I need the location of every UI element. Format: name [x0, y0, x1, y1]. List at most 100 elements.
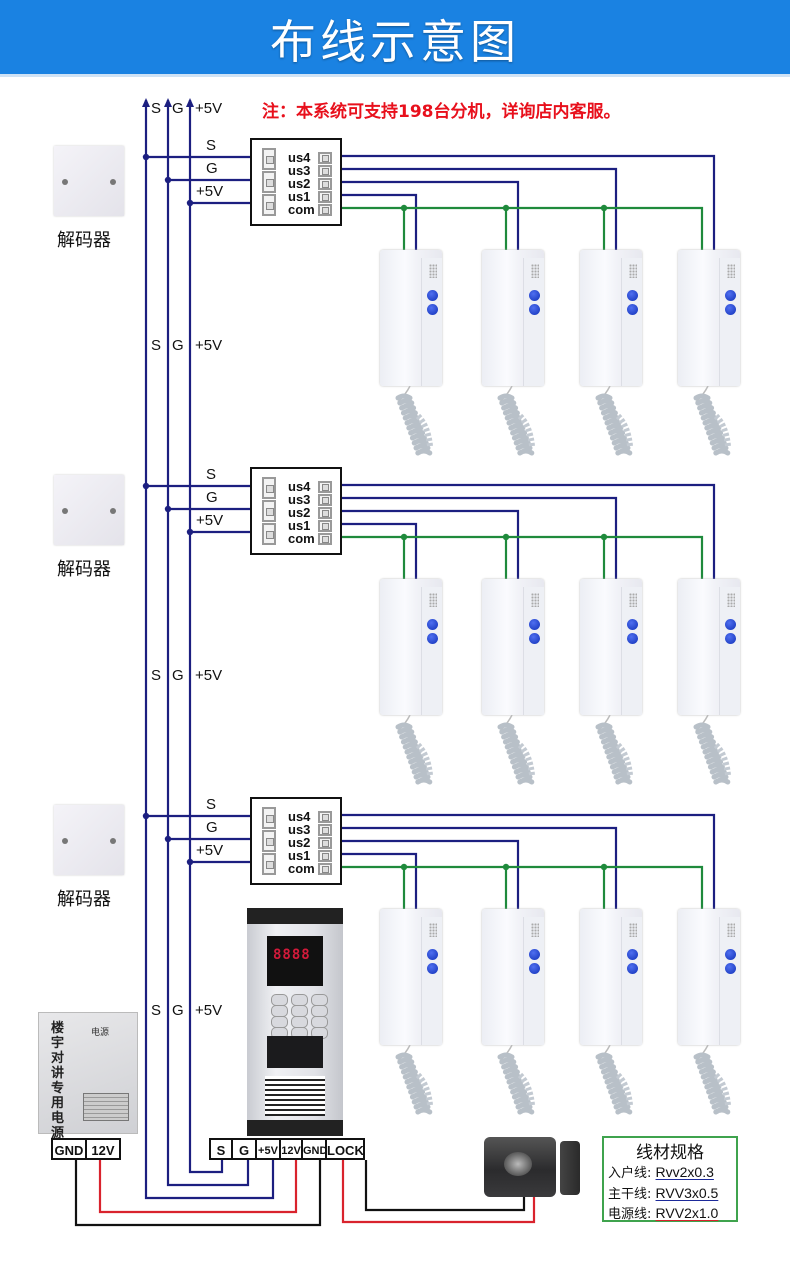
input-label: G — [206, 819, 218, 836]
handset-side — [421, 258, 442, 386]
module-output-label: us1 — [288, 189, 311, 204]
module-output-terminal — [318, 152, 332, 164]
handset-signal-wire — [330, 193, 418, 250]
module-output-terminal — [318, 824, 332, 836]
handset-signal-wire — [330, 852, 418, 909]
trunk-label-5v: +5V — [195, 1002, 223, 1019]
module-input-terminal — [262, 171, 276, 193]
indoor-handset — [678, 579, 740, 719]
lock-cylinder-icon — [504, 1152, 532, 1176]
psu-terminal-12v: 12V — [85, 1138, 121, 1160]
module-output-label: us3 — [288, 492, 311, 507]
module-output-terminal — [318, 165, 332, 177]
com-junction-dot — [502, 533, 510, 541]
unlock-button — [627, 304, 638, 315]
indoor-handset — [380, 909, 442, 1049]
input-label: S — [206, 137, 217, 154]
junction-dot — [164, 835, 172, 843]
coiled-cord — [595, 1045, 633, 1115]
speaker-icon — [531, 593, 539, 607]
handset-side — [719, 587, 740, 715]
coiled-cord — [693, 1045, 731, 1115]
module-output-terminal — [318, 178, 332, 190]
power-wire-12v — [98, 1160, 298, 1214]
coiled-cord — [497, 715, 535, 785]
module-output-label: us1 — [288, 518, 311, 533]
input-label: +5V — [196, 512, 224, 529]
coiled-cord — [595, 715, 633, 785]
call-button — [725, 949, 736, 960]
wire-spec-box: 线材规格 入户线: Rvv2x0.3 主干线: RVV3x0.5 电源线: RV… — [602, 1136, 738, 1222]
module-input-terminal — [262, 500, 276, 522]
module-output-label: us4 — [288, 150, 311, 165]
input-label: S — [206, 466, 217, 483]
call-button — [529, 619, 540, 630]
junction-dot — [186, 858, 194, 866]
com-junction-dot — [400, 204, 408, 212]
wire-spec-row: 电源线: RVV2x1.0 — [608, 1203, 718, 1222]
coiled-cord — [497, 386, 535, 456]
junction-dot — [164, 505, 172, 513]
coiled-cord — [395, 1045, 433, 1115]
com-wire — [330, 865, 704, 909]
call-button — [529, 290, 540, 301]
handset-signal-wire — [330, 839, 520, 909]
module-output-label: us2 — [288, 835, 311, 850]
trunk-label-5v: +5V — [195, 337, 223, 354]
junction-dot — [164, 176, 172, 184]
module-output-terminal — [318, 533, 332, 545]
module-output-terminal — [318, 520, 332, 532]
power-supply-title: 楼宇对讲专用电源 — [51, 1021, 65, 1141]
power-supply-terminals: GND 12V — [51, 1138, 121, 1160]
trunk-label-5v: +5V — [195, 667, 223, 684]
coiled-cord — [497, 1045, 535, 1115]
unlock-button — [725, 633, 736, 644]
panel-display: 8888 — [267, 936, 323, 986]
wire-spec-label: 电源线: — [608, 1207, 652, 1222]
com-junction-dot — [400, 533, 408, 541]
header-banner: 布线示意图 — [0, 0, 790, 77]
unlock-button — [427, 304, 438, 315]
power-supply: 楼宇对讲专用电源 电源 — [38, 1012, 138, 1141]
trunk-label-5v: +5V — [195, 100, 223, 117]
speaker-icon — [727, 264, 735, 278]
indoor-handset — [580, 579, 642, 719]
unlock-button — [427, 963, 438, 974]
handset-signal-wire — [330, 180, 520, 250]
coiled-cord — [395, 715, 433, 785]
call-button — [427, 619, 438, 630]
module-output-terminal — [318, 850, 332, 862]
unlock-button — [725, 963, 736, 974]
panel-top-cap — [247, 908, 343, 924]
screw-icon — [62, 179, 68, 185]
module-output-terminal — [318, 811, 332, 823]
call-button — [725, 619, 736, 630]
indoor-handset — [482, 579, 544, 719]
indoor-handset — [482, 250, 544, 390]
panel-terminal: G — [231, 1138, 257, 1160]
door-entry-panel: 8888 — [247, 908, 343, 1136]
indoor-handset — [580, 250, 642, 390]
call-button — [427, 949, 438, 960]
input-label: G — [206, 489, 218, 506]
call-button — [627, 619, 638, 630]
module-output-label: us3 — [288, 822, 311, 837]
indoor-handset — [482, 909, 544, 1049]
panel-terminal: 12V — [279, 1138, 303, 1160]
module-output-label: us4 — [288, 479, 311, 494]
handset-signal-wire — [330, 483, 716, 579]
com-junction-dot — [502, 863, 510, 871]
module-output-label: com — [288, 202, 315, 217]
electric-lock — [484, 1137, 584, 1197]
trunk-wire-g — [166, 100, 250, 1187]
trunk-wire-5v — [188, 100, 224, 1174]
speaker-icon — [429, 923, 437, 937]
module-output-terminal — [318, 191, 332, 203]
page-title: 布线示意图 — [270, 15, 520, 69]
indoor-handset — [380, 579, 442, 719]
decoder-box — [54, 475, 124, 545]
module-output-label: us3 — [288, 163, 311, 178]
indoor-handset — [678, 909, 740, 1049]
